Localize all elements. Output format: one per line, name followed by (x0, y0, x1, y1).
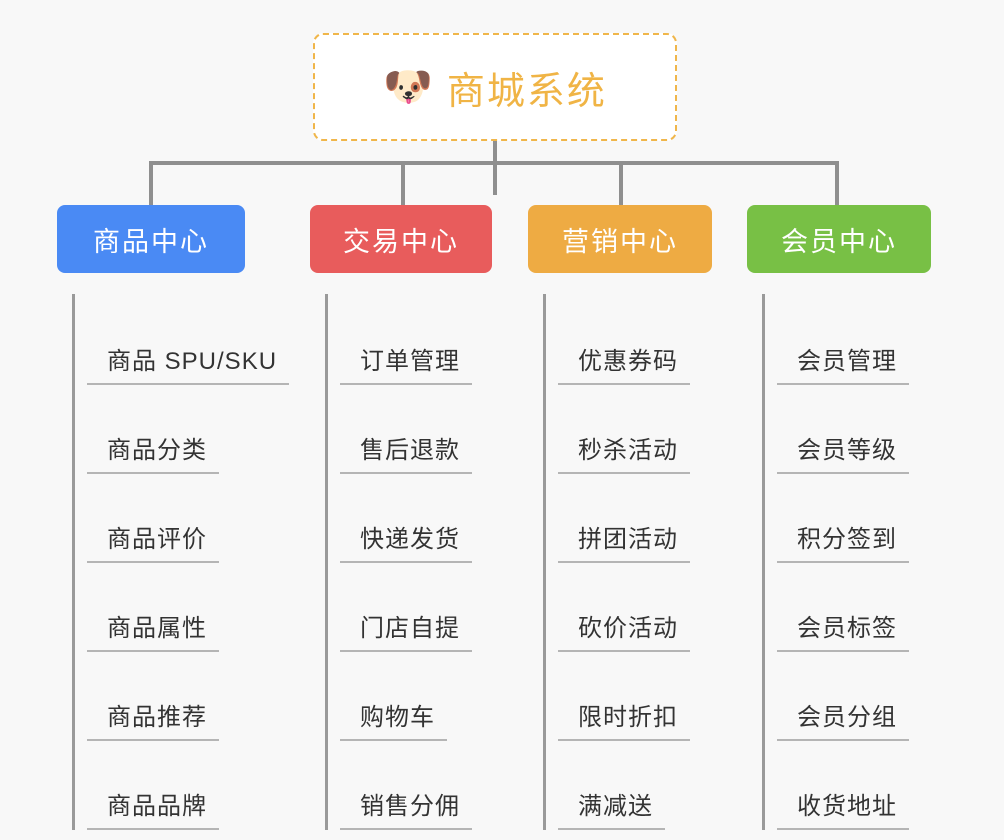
leaf-label: 限时折扣 (558, 697, 690, 741)
leaf-label: 商品 SPU/SKU (87, 341, 290, 385)
leaf-label: 销售分佣 (340, 786, 472, 830)
leaf-label: 商品分类 (87, 430, 219, 474)
connector-drop-4 (835, 161, 839, 207)
list-item[interactable]: 商品推荐 (75, 652, 245, 741)
connector-horizontal-bus (149, 161, 839, 165)
leaf-label: 商品品牌 (87, 786, 219, 830)
list-item[interactable]: 订单管理 (328, 296, 492, 385)
leaf-label: 收货地址 (777, 786, 909, 830)
dog-face-icon: 🐶 (383, 64, 433, 110)
category-header-label: 会员中心 (781, 226, 897, 257)
leaf-list-trade: 订单管理 售后退款 快递发货 门店自提 购物车 销售分佣 (325, 294, 492, 830)
leaf-label: 会员等级 (777, 430, 909, 474)
list-item[interactable]: 商品品牌 (75, 741, 245, 830)
list-item[interactable]: 购物车 (328, 652, 492, 741)
list-item[interactable]: 秒杀活动 (546, 385, 712, 474)
leaf-label: 满减送 (558, 786, 665, 830)
list-item[interactable]: 会员等级 (765, 385, 931, 474)
list-item[interactable]: 售后退款 (328, 385, 492, 474)
leaf-list-product: 商品 SPU/SKU 商品分类 商品评价 商品属性 商品推荐 商品品牌 (72, 294, 290, 830)
leaf-list-member: 会员管理 会员等级 积分签到 会员标签 会员分组 收货地址 (762, 294, 931, 830)
category-header-label: 交易中心 (343, 226, 459, 257)
leaf-list-marketing: 优惠券码 秒杀活动 拼团活动 砍价活动 限时折扣 满减送 (543, 294, 712, 830)
leaf-label: 订单管理 (340, 341, 472, 385)
category-header-marketing[interactable]: 营销中心 (528, 205, 712, 273)
leaf-label: 砍价活动 (558, 608, 690, 652)
list-item[interactable]: 优惠券码 (546, 296, 712, 385)
category-column-trade: 交易中心 订单管理 售后退款 快递发货 门店自提 购物车 销售分佣 (310, 205, 492, 830)
leaf-label: 售后退款 (340, 430, 472, 474)
connector-drop-3 (619, 161, 623, 207)
root-node[interactable]: 🐶 商城系统 (313, 33, 677, 141)
leaf-label: 会员管理 (777, 341, 909, 385)
leaf-label: 拼团活动 (558, 519, 690, 563)
leaf-label: 商品评价 (87, 519, 219, 563)
category-header-label: 商品中心 (93, 226, 209, 257)
category-header-label: 营销中心 (562, 226, 678, 257)
category-column-product: 商品中心 商品 SPU/SKU 商品分类 商品评价 商品属性 商品推荐 商品品牌 (57, 205, 290, 830)
leaf-label: 商品推荐 (87, 697, 219, 741)
connector-root-stem (493, 141, 497, 195)
list-item[interactable]: 拼团活动 (546, 474, 712, 563)
category-column-member: 会员中心 会员管理 会员等级 积分签到 会员标签 会员分组 收货地址 (747, 205, 931, 830)
list-item[interactable]: 商品评价 (75, 474, 245, 563)
leaf-label: 秒杀活动 (558, 430, 690, 474)
list-item[interactable]: 砍价活动 (546, 563, 712, 652)
list-item[interactable]: 会员分组 (765, 652, 931, 741)
leaf-label: 会员分组 (777, 697, 909, 741)
root-node-title: 商城系统 (446, 70, 607, 113)
leaf-label: 积分签到 (777, 519, 909, 563)
list-item[interactable]: 会员标签 (765, 563, 931, 652)
list-item[interactable]: 门店自提 (328, 563, 492, 652)
leaf-label: 门店自提 (340, 608, 472, 652)
connector-drop-2 (401, 161, 405, 207)
list-item[interactable]: 快递发货 (328, 474, 492, 563)
leaf-label: 快递发货 (340, 519, 472, 563)
list-item[interactable]: 销售分佣 (328, 741, 492, 830)
list-item[interactable]: 收货地址 (765, 741, 931, 830)
list-item[interactable]: 商品分类 (75, 385, 245, 474)
category-column-marketing: 营销中心 优惠券码 秒杀活动 拼团活动 砍价活动 限时折扣 满减送 (528, 205, 712, 830)
list-item[interactable]: 商品属性 (75, 563, 245, 652)
leaf-label: 商品属性 (87, 608, 219, 652)
connector-drop-1 (149, 161, 153, 207)
leaf-label: 购物车 (340, 697, 447, 741)
list-item[interactable]: 限时折扣 (546, 652, 712, 741)
category-header-trade[interactable]: 交易中心 (310, 205, 492, 273)
list-item[interactable]: 满减送 (546, 741, 712, 830)
category-header-product[interactable]: 商品中心 (57, 205, 245, 273)
list-item[interactable]: 商品 SPU/SKU (75, 296, 290, 385)
leaf-label: 会员标签 (777, 608, 909, 652)
leaf-label: 优惠券码 (558, 341, 690, 385)
list-item[interactable]: 积分签到 (765, 474, 931, 563)
category-header-member[interactable]: 会员中心 (747, 205, 931, 273)
list-item[interactable]: 会员管理 (765, 296, 931, 385)
